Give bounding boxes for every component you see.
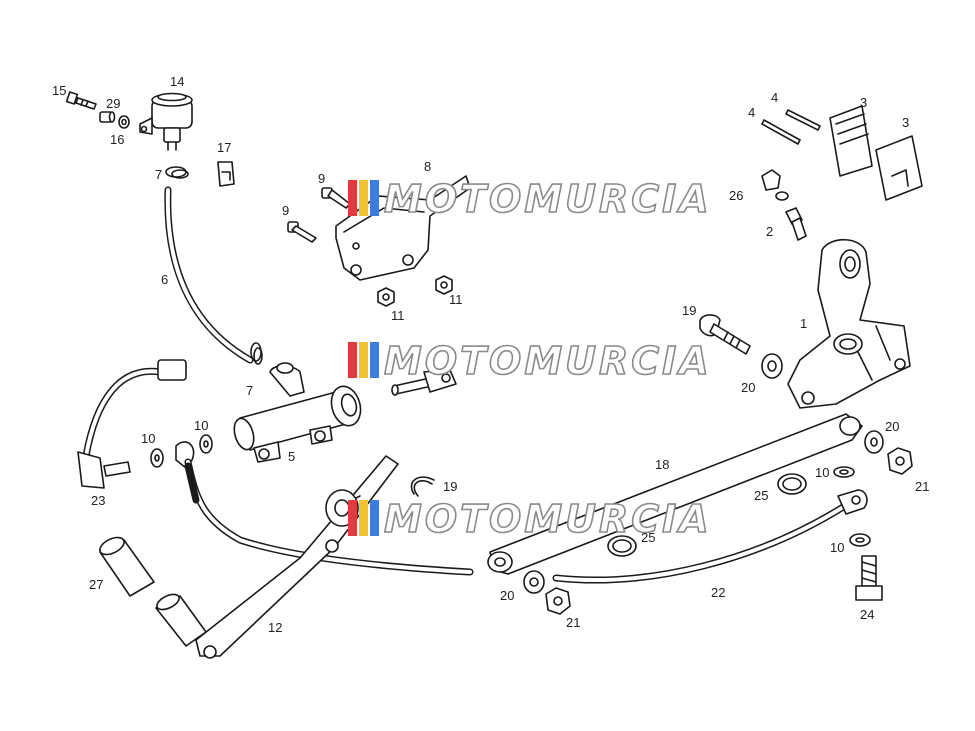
pad-pin-a <box>785 109 821 131</box>
callout-24: 24 <box>860 607 874 622</box>
callout-10b: 10 <box>194 418 208 433</box>
watermark-bottom: MOTOMURCIA <box>348 496 712 542</box>
callout-11b: 11 <box>449 292 463 307</box>
callout-22: 22 <box>711 585 725 600</box>
callout-19b: 19 <box>443 479 457 494</box>
callout-25b: 25 <box>641 530 655 545</box>
watermark-text: MOTOMURCIA <box>384 177 712 221</box>
callout-29: 29 <box>106 96 120 111</box>
callout-9a: 9 <box>318 171 325 186</box>
callout-5: 5 <box>288 449 295 464</box>
banjo-bolt-24 <box>855 555 883 601</box>
washer-10-c <box>833 466 855 478</box>
callout-21a: 21 <box>915 479 929 494</box>
callout-4b: 4 <box>748 105 755 120</box>
screw-15 <box>65 91 97 110</box>
callout-7a: 7 <box>155 167 162 182</box>
hose-clip-upper <box>165 166 189 179</box>
callout-11a: 11 <box>391 308 405 323</box>
bleeder-cap-26 <box>761 169 789 201</box>
callout-18: 18 <box>655 457 669 472</box>
brake-pad-b <box>875 135 923 201</box>
brake-hose-22 <box>552 489 868 584</box>
callout-labels: 1 2 3 3 4 4 5 6 7 7 8 9 9 10 10 10 10 11… <box>52 74 929 635</box>
callout-10d: 10 <box>830 540 844 555</box>
callout-27: 27 <box>89 577 103 592</box>
callout-10a: 10 <box>141 431 155 446</box>
watermark-text: MOTOMURCIA <box>384 497 712 541</box>
callout-20c: 20 <box>500 588 514 603</box>
brake-light-switch-wire <box>77 359 187 489</box>
callout-3a: 3 <box>860 95 867 110</box>
callout-1: 1 <box>800 316 807 331</box>
brake-hose-front <box>175 441 474 576</box>
callout-3b: 3 <box>902 115 909 130</box>
nut-11-right <box>435 275 453 295</box>
nut-11-left <box>377 287 395 307</box>
callout-20b: 20 <box>885 419 899 434</box>
mounting-bracket <box>335 175 471 281</box>
callout-26: 26 <box>729 188 743 203</box>
callout-23: 23 <box>91 493 105 508</box>
washer-20-b <box>523 570 545 594</box>
callout-15: 15 <box>52 83 66 98</box>
callout-6: 6 <box>161 272 168 287</box>
pushrod <box>391 369 457 396</box>
washer-16 <box>118 115 130 129</box>
callout-4a: 4 <box>771 90 778 105</box>
pedal-rubber-27 <box>99 536 155 597</box>
screw-9-upper <box>321 187 351 209</box>
screw-9-lower <box>287 221 317 243</box>
brake-pad-a <box>829 105 873 177</box>
callout-14: 14 <box>170 74 184 89</box>
nut-21-b <box>545 587 571 615</box>
torque-arm <box>487 413 863 575</box>
clip-17 <box>217 161 235 187</box>
reservoir-hose <box>164 186 254 364</box>
callout-8: 8 <box>424 159 431 174</box>
bleeder-screw-2 <box>785 207 807 241</box>
nut-21-a <box>887 447 913 475</box>
master-cylinder <box>233 362 362 463</box>
callout-2: 2 <box>766 224 773 239</box>
brake-caliper <box>787 238 911 409</box>
washer-20-caliper <box>761 353 783 379</box>
callout-25a: 25 <box>754 488 768 503</box>
callout-10c: 10 <box>815 465 829 480</box>
hose-clamp-25-b <box>607 535 637 557</box>
callout-7b: 7 <box>246 383 253 398</box>
callout-21b: 21 <box>566 615 580 630</box>
watermark-top: MOTOMURCIA <box>348 176 712 222</box>
brake-fluid-reservoir <box>139 92 193 151</box>
caliper-bolt-19 <box>699 314 751 355</box>
callout-16: 16 <box>110 132 124 147</box>
watermark-middle: MOTOMURCIA <box>348 338 712 384</box>
callout-20a: 20 <box>741 380 755 395</box>
washer-10-d <box>849 533 871 547</box>
hose-clip-lower <box>250 342 263 365</box>
callout-19a: 19 <box>682 303 696 318</box>
callout-12: 12 <box>268 620 282 635</box>
pad-pin-b <box>761 119 801 145</box>
callout-9b: 9 <box>282 203 289 218</box>
watermark-text: MOTOMURCIA <box>384 339 712 383</box>
hose-clamp-25-a <box>777 473 807 495</box>
washer-20-a <box>864 430 884 454</box>
washer-10-a <box>150 448 164 468</box>
callout-17: 17 <box>217 140 231 155</box>
spring-clip-19 <box>410 476 435 497</box>
washer-10-b <box>199 434 213 454</box>
spacer-29 <box>99 111 116 123</box>
